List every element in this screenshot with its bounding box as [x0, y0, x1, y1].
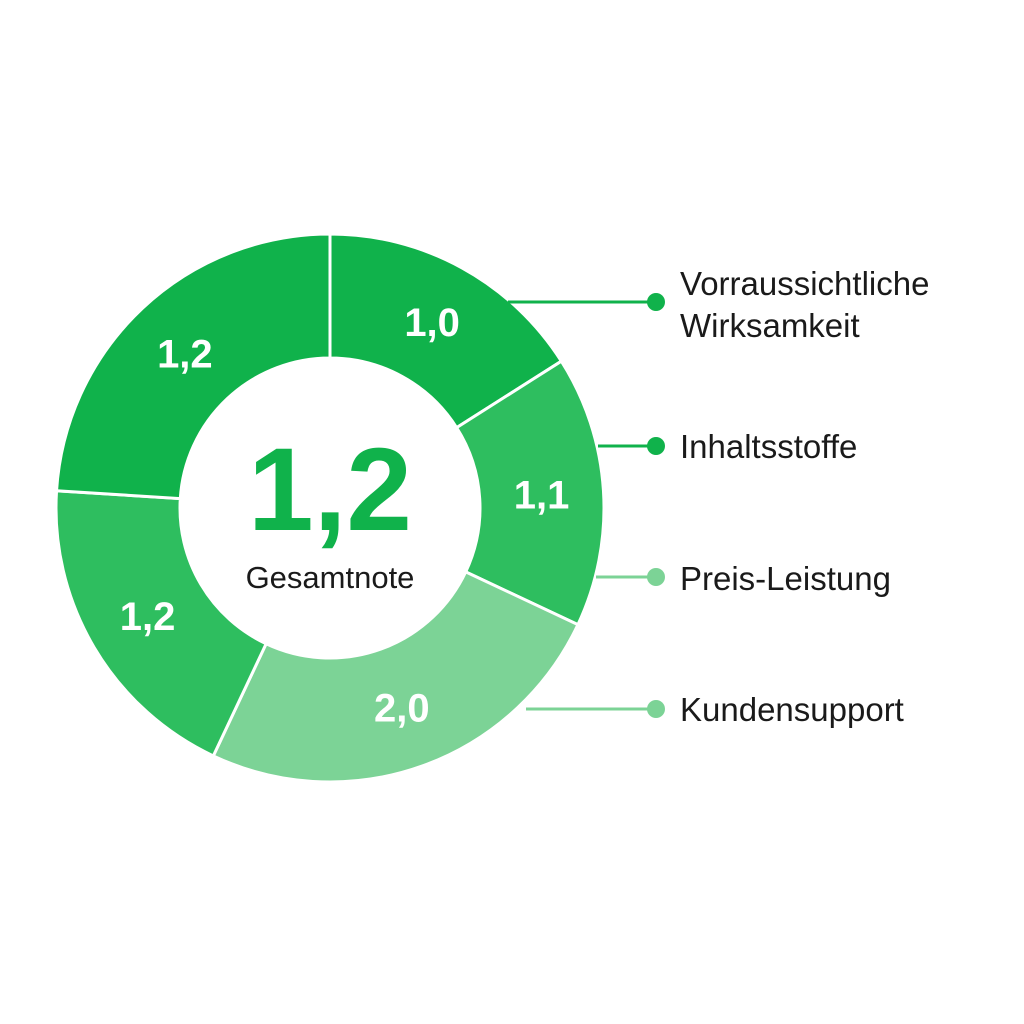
donut-segment	[454, 359, 606, 627]
segment-value-label: 1,0	[404, 301, 460, 345]
segment-labels: 1,0 1,1 2,0 1,2 1,2	[120, 301, 570, 730]
legend-dot	[647, 437, 665, 455]
legend-dot	[647, 700, 665, 718]
legend: VorraussichtlicheWirksamkeitInhaltsstoff…	[680, 265, 929, 728]
donut-segment	[54, 232, 332, 501]
donut-segment	[54, 489, 269, 758]
donut-segment	[211, 569, 580, 784]
segment-value-label: 1,2	[120, 595, 176, 639]
legend-label: Inhaltsstoffe	[680, 428, 857, 465]
legend-label: Preis-Leistung	[680, 560, 891, 597]
legend-label: Wirksamkeit	[680, 307, 860, 344]
segment-value-label: 2,0	[374, 686, 430, 730]
legend-label: Vorraussichtliche	[680, 265, 929, 302]
segment-value-label: 1,2	[157, 332, 213, 376]
donut-segment	[328, 232, 564, 430]
legend-dot	[647, 568, 665, 586]
legend-label: Kundensupport	[680, 691, 904, 728]
segment-value-label: 1,1	[514, 474, 570, 518]
overall-grade-value: 1,2	[248, 424, 412, 556]
overall-grade-label: Gesamtnote	[246, 560, 415, 595]
legend-connectors	[508, 293, 665, 718]
legend-dot	[647, 293, 665, 311]
donut-segments	[54, 232, 606, 784]
donut-center: 1,2 Gesamtnote	[246, 424, 415, 595]
